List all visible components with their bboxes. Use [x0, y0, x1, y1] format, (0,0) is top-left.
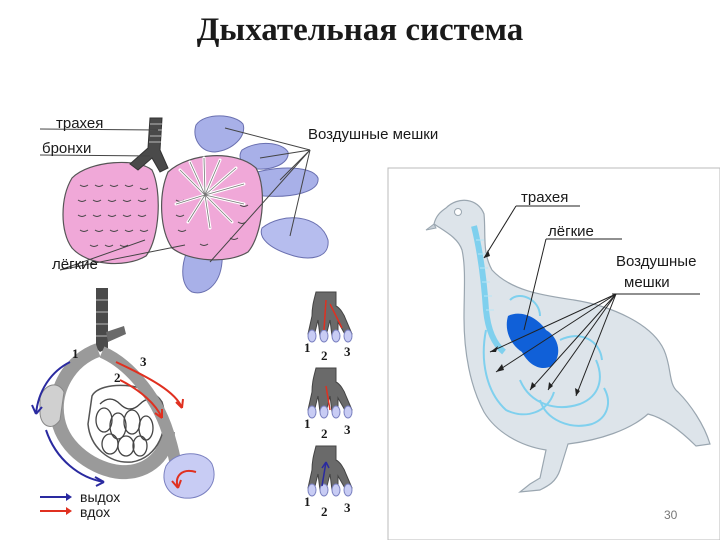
legend-arrows [40, 493, 72, 515]
posterior-air-sac [164, 454, 214, 498]
label-air-sacs-right-2: мешки [624, 275, 670, 292]
lung-right [162, 156, 263, 260]
icon3-number-1: 1 [304, 494, 311, 510]
air-sac-lower-right [261, 218, 328, 258]
icon1-number-1: 1 [304, 340, 311, 356]
airflow-number-3: 3 [140, 354, 147, 370]
icon1-number-3: 3 [344, 344, 351, 360]
airflow-diagram [32, 288, 214, 498]
trachea-top [130, 118, 168, 172]
cycle-icon-3 [308, 446, 352, 496]
label-trachea-right: трахея [521, 190, 568, 207]
legend-inhale: вдох [80, 504, 110, 521]
cycle-icon-1 [308, 292, 352, 342]
label-air-sacs-right-1: Воздушные [616, 254, 696, 271]
lung-left [63, 162, 158, 263]
icon1-number-2: 2 [321, 348, 328, 364]
label-bronchi: бронхи [42, 141, 91, 158]
airflow-number-2: 2 [114, 370, 121, 386]
label-air-sacs-top: Воздушные мешки [308, 127, 438, 144]
icon3-number-2: 2 [321, 504, 328, 520]
icon2-number-1: 1 [304, 416, 311, 432]
icon2-number-3: 3 [344, 422, 351, 438]
airflow-number-1: 1 [72, 346, 79, 362]
label-trachea-left: трахея [56, 116, 103, 133]
anterior-air-sac [40, 385, 64, 427]
label-lungs-left: лёгкие [52, 257, 98, 274]
label-lungs-right: лёгкие [548, 224, 594, 241]
cycle-icon-2 [308, 368, 352, 418]
page-number: 30 [664, 508, 677, 522]
breath-cycle-icons [308, 292, 352, 496]
icon2-number-2: 2 [321, 426, 328, 442]
air-sac-top [195, 116, 244, 152]
icon3-number-3: 3 [344, 500, 351, 516]
